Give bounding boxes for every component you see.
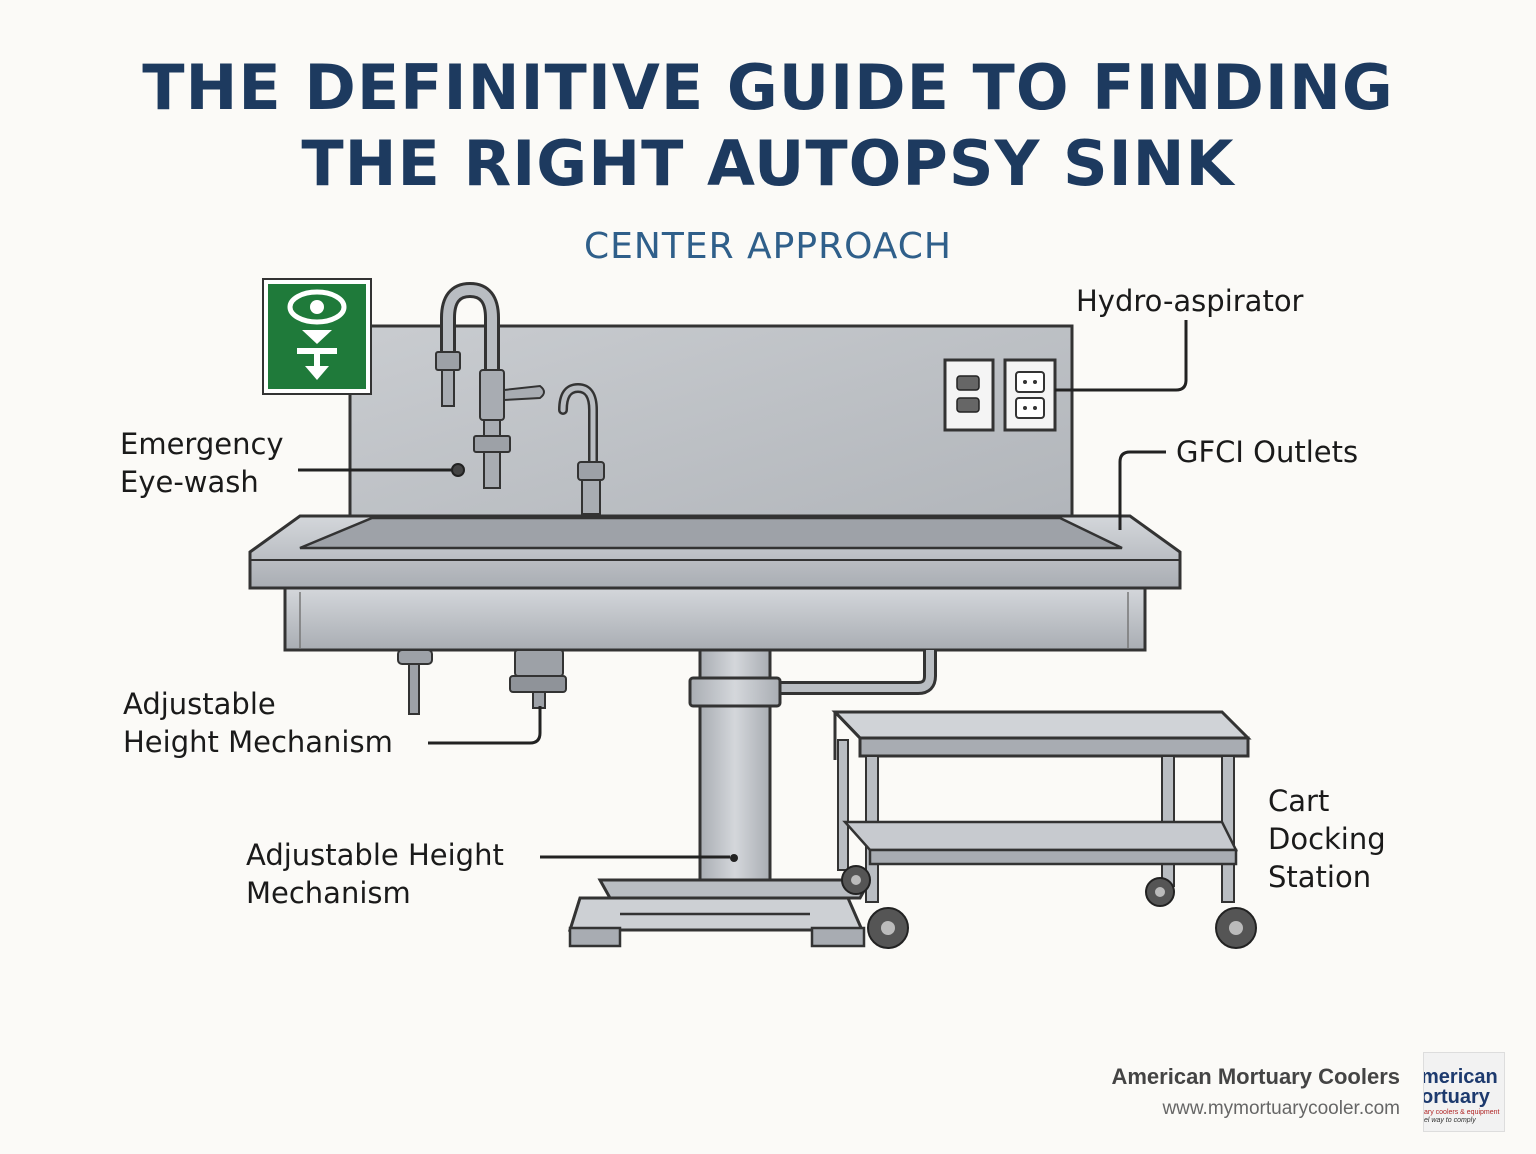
label-gfci-outlets: GFCI Outlets bbox=[1176, 435, 1359, 469]
label-cart-line-3: Station bbox=[1268, 860, 1372, 894]
cart-docking-station bbox=[831, 710, 1257, 949]
sink-basin bbox=[248, 514, 1182, 652]
label-height-mechanism-2-line-1: Adjustable Height bbox=[246, 838, 504, 872]
label-height-mechanism-1-line-1: Adjustable bbox=[123, 687, 276, 721]
callout-lines bbox=[298, 320, 1188, 859]
page-title: THE DEFINITIVE GUIDE TO FINDING THE RIGH… bbox=[0, 50, 1536, 202]
label-hydro-aspirator: Hydro-aspirator bbox=[1076, 284, 1304, 318]
label-eyewash-line-2: Eye-wash bbox=[120, 465, 259, 499]
label-height-mechanism-2: Adjustable Height Mechanism bbox=[246, 836, 504, 912]
label-height-mechanism-1: Adjustable Height Mechanism bbox=[123, 685, 393, 761]
label-height-mechanism-1-line-2: Height Mechanism bbox=[123, 725, 393, 759]
label-cart-line-2: Docking bbox=[1268, 822, 1386, 856]
logo-line-2: ortuary bbox=[1423, 1086, 1490, 1108]
brand-logo: merican ortuary ary coolers & equipment … bbox=[1423, 1052, 1505, 1132]
logo-line-1: merican bbox=[1423, 1066, 1498, 1088]
hydro-aspirator-gooseneck bbox=[435, 281, 545, 489]
label-cart-line-1: Cart bbox=[1268, 784, 1330, 818]
drain-fittings bbox=[397, 649, 937, 715]
logo-line-4: el way to comply bbox=[1424, 1117, 1476, 1124]
eyewash-callout-dot bbox=[451, 463, 465, 477]
faucet-icon bbox=[558, 382, 605, 515]
title-line-1: THE DEFINITIVE GUIDE TO FINDING bbox=[142, 51, 1394, 124]
label-eyewash: Emergency Eye-wash bbox=[120, 425, 284, 501]
eyewash-sign-icon bbox=[262, 278, 372, 395]
label-cart-docking-station: Cart Docking Station bbox=[1268, 782, 1386, 896]
brand-name: American Mortuary Coolers bbox=[1111, 1064, 1400, 1089]
title-line-2: THE RIGHT AUTOPSY SINK bbox=[301, 127, 1235, 200]
pedestal bbox=[567, 648, 873, 948]
label-eyewash-line-1: Emergency bbox=[120, 427, 284, 461]
subtitle: CENTER APPROACH bbox=[584, 226, 952, 267]
label-height-mechanism-2-line-2: Mechanism bbox=[246, 876, 411, 910]
brand-url: www.mymortuarycooler.com bbox=[1162, 1098, 1400, 1119]
caster-wheel-icon bbox=[841, 865, 1257, 949]
outlet-icon bbox=[943, 358, 1057, 432]
logo-line-3: ary coolers & equipment bbox=[1424, 1109, 1500, 1116]
